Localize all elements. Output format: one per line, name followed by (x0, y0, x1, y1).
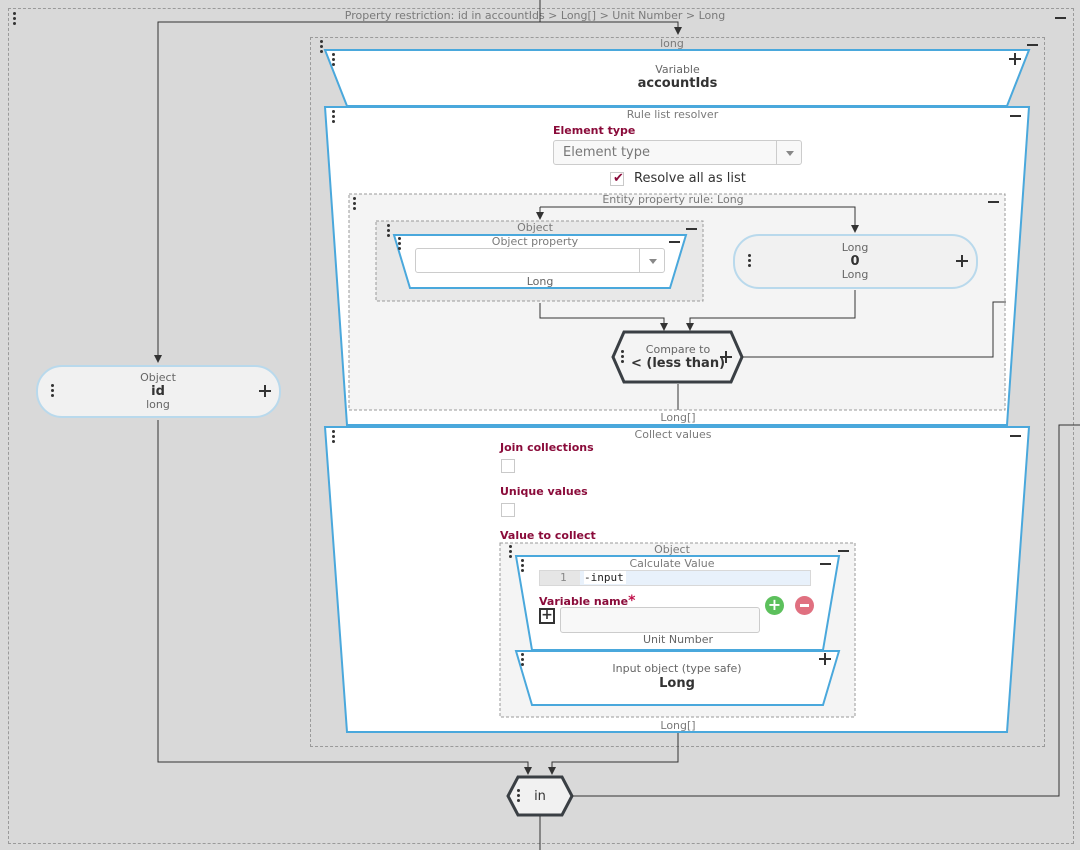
long-container-caption: long (660, 37, 684, 50)
add-button[interactable] (719, 350, 733, 364)
resolve-all-label: Resolve all as list (634, 171, 746, 186)
add-button[interactable] (818, 652, 832, 666)
object-property-type: Long (526, 275, 554, 288)
code-line-number: 1 (560, 571, 567, 584)
collapse-button[interactable] (836, 544, 850, 558)
calculate-value-caption: Calculate Value (629, 557, 715, 570)
collapse-button[interactable] (1008, 429, 1022, 443)
collect-object-caption: Object (654, 543, 690, 556)
drag-handle-icon[interactable] (521, 559, 525, 573)
remove-variable-button[interactable] (795, 596, 814, 615)
in-hexagon (506, 775, 574, 817)
chevron-down-icon (786, 151, 794, 156)
collect-output-type: Long[] (660, 719, 696, 732)
compare-operator[interactable]: < (less than) (630, 356, 726, 371)
object-group-caption: Object (517, 221, 553, 234)
input-object-shape (514, 650, 841, 706)
entity-rule-caption: Entity property rule: Long (602, 193, 744, 206)
left-object-block[interactable] (36, 365, 281, 418)
value-to-collect-label: Value to collect (500, 529, 596, 542)
drag-handle-icon[interactable] (398, 237, 402, 251)
drag-handle-icon[interactable] (387, 224, 391, 238)
join-collections-label: Join collections (500, 441, 594, 454)
element-type-select[interactable]: Element type (553, 140, 802, 165)
object-property-caption: Object property (491, 235, 579, 248)
left-object-name: id (151, 384, 165, 399)
element-type-label: Element type (553, 124, 636, 137)
add-variable-button[interactable]: + (765, 596, 784, 615)
drag-handle-icon[interactable] (509, 545, 513, 559)
collapse-button[interactable] (1008, 109, 1022, 123)
unique-values-checkbox[interactable] (501, 503, 515, 517)
drag-handle-icon[interactable] (517, 789, 521, 803)
drag-handle-icon[interactable] (13, 12, 17, 26)
long-constant-kind: Long (841, 241, 869, 254)
add-button[interactable] (258, 384, 272, 398)
collapse-button[interactable] (986, 195, 1000, 209)
long-constant-block[interactable] (733, 234, 978, 289)
dropdown-divider (639, 249, 640, 272)
drag-handle-icon[interactable] (748, 254, 752, 268)
input-object-kind: Input object (type safe) (612, 662, 742, 675)
chevron-down-icon (649, 259, 657, 264)
minus-icon (800, 604, 809, 607)
collect-values-caption: Collect values (634, 428, 712, 441)
drag-handle-icon[interactable] (521, 653, 525, 667)
left-object-type: long (146, 398, 170, 411)
drag-handle-icon[interactable] (332, 53, 336, 67)
property-restriction-container (8, 8, 1074, 844)
expand-icon[interactable]: + (539, 608, 555, 624)
long-constant-type: Long (841, 268, 869, 281)
drag-handle-icon[interactable] (621, 350, 625, 364)
property-restriction-caption: Property restriction: id in accountIds >… (344, 9, 726, 22)
required-marker: * (628, 593, 636, 609)
entity-output-type: Long[] (660, 411, 696, 424)
left-object-kind: Object (140, 371, 176, 384)
object-property-select[interactable] (415, 248, 665, 273)
collapse-button[interactable] (684, 222, 698, 236)
add-button[interactable] (955, 254, 969, 268)
code-editor[interactable]: 1 -input (539, 570, 811, 586)
input-object-type: Long (659, 676, 695, 691)
checkmark-icon: ✔ (613, 171, 624, 186)
calculate-value-type: Unit Number (642, 633, 714, 646)
drag-handle-icon[interactable] (51, 384, 55, 398)
drag-handle-icon[interactable] (332, 110, 336, 124)
variable-name-label: Variable name* (539, 593, 635, 609)
variable-name-text: Variable name (539, 595, 629, 608)
variable-name: accountIds (637, 76, 718, 91)
rule-list-caption: Rule list resolver (626, 108, 719, 121)
unique-values-label: Unique values (500, 485, 588, 498)
element-type-placeholder: Element type (563, 145, 650, 160)
compare-kind: Compare to (645, 343, 711, 356)
drag-handle-icon[interactable] (320, 40, 324, 54)
long-constant-value: 0 (850, 254, 860, 269)
collapse-button[interactable] (818, 557, 832, 571)
code-gutter (540, 571, 580, 585)
variable-name-input[interactable] (560, 607, 760, 633)
join-collections-checkbox[interactable] (501, 459, 515, 473)
collapse-button[interactable] (667, 235, 681, 249)
resolve-all-checkbox[interactable]: ✔ (610, 172, 624, 186)
compare-hexagon (611, 330, 744, 384)
variable-kind: Variable (655, 63, 700, 76)
drag-handle-icon[interactable] (332, 430, 336, 444)
add-button[interactable] (1008, 52, 1022, 66)
dropdown-divider (776, 141, 777, 164)
code-text: -input (584, 571, 626, 584)
drag-handle-icon[interactable] (353, 197, 357, 211)
in-operator-label[interactable]: in (534, 789, 546, 804)
